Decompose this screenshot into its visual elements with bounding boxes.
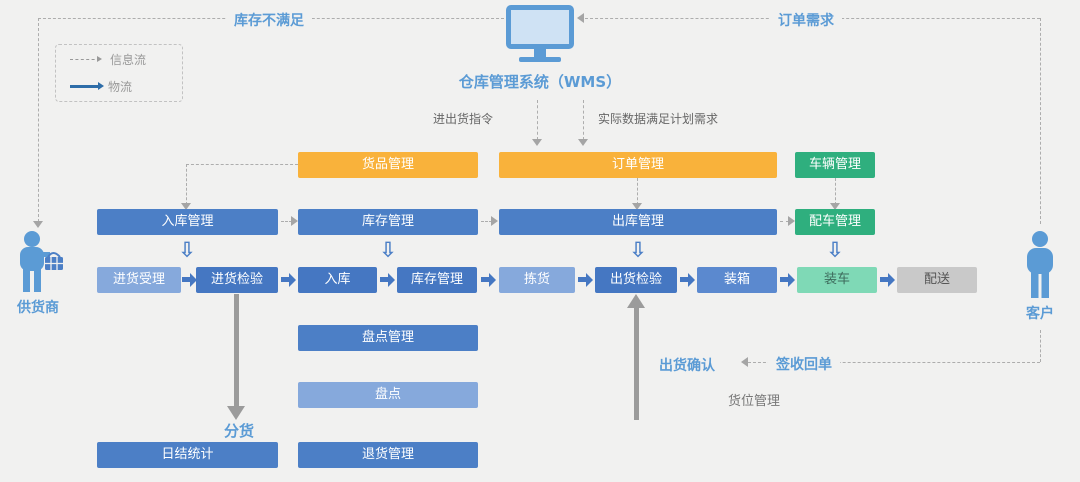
process-step-outbound-check: 出货检验 <box>595 267 677 293</box>
arrowhead-right-icon <box>291 216 298 226</box>
customer-info-line-vertical <box>1040 18 1041 224</box>
monitor-stand <box>534 49 546 57</box>
computer-monitor-icon <box>506 5 574 62</box>
hollow-down-arrow-icon: ⇩ <box>379 238 397 262</box>
sign-receipt-line-h <box>748 362 1040 363</box>
vehicle-management-bar: 车辆管理 <box>795 152 875 178</box>
arrowhead-down-icon <box>532 139 542 146</box>
customer-person-icon <box>1027 231 1053 298</box>
location-management-label: 货位管理 <box>728 394 781 409</box>
sign-receipt-label: 签收回单 <box>768 354 840 374</box>
supplier-icon <box>12 230 66 298</box>
system-title: 仓库管理系统（WMS） <box>458 73 622 91</box>
process-step-inbound: 入库 <box>298 267 377 293</box>
dashed-arrow-icon <box>70 56 102 62</box>
inventory-management-bar: 库存管理 <box>298 209 478 235</box>
hollow-down-arrow-icon: ⇩ <box>178 238 196 262</box>
arrowhead-down-icon <box>33 221 43 228</box>
sign-receipt-line-v <box>1040 330 1041 362</box>
inventory-to-outbound-line <box>481 221 492 222</box>
inout-instruction-label: 进出货指令 <box>433 112 494 126</box>
process-step-inventory: 库存管理 <box>397 267 477 293</box>
legend-info-flow-row: 信息流 <box>70 51 182 68</box>
goods-to-inbound-line-v <box>186 164 187 205</box>
outbound-management-bar: 出库管理 <box>499 209 777 235</box>
return-management-box: 退货管理 <box>298 442 478 468</box>
legend: 信息流 物流 <box>55 44 183 102</box>
legend-info-flow-label: 信息流 <box>110 53 147 67</box>
sorting-arrow-line <box>234 294 239 406</box>
process-step-loading: 装车 <box>797 267 877 293</box>
arrowhead-right-icon <box>788 216 795 226</box>
supplier-info-line-vertical <box>38 18 39 222</box>
flow-arrow-icon <box>578 272 593 287</box>
flow-arrow-icon <box>380 272 395 287</box>
inventory-shortage-label: 库存不满足 <box>226 10 312 30</box>
supplier-label: 供货商 <box>17 300 59 316</box>
order-management-bar: 订单管理 <box>499 152 777 178</box>
process-step-picking: 拣货 <box>499 267 575 293</box>
monitor-screen <box>506 5 574 49</box>
supplier-person-icon <box>20 231 63 292</box>
goods-management-bar: 货品管理 <box>298 152 478 178</box>
process-step-packing: 装箱 <box>697 267 777 293</box>
outbound-to-dispatch-line <box>780 221 789 222</box>
hollow-down-arrow-icon: ⇩ <box>629 238 647 262</box>
flow-arrow-icon <box>880 272 895 287</box>
goods-to-inbound-line-h <box>186 164 298 165</box>
dispatch-management-bar: 配车管理 <box>795 209 875 235</box>
arrowhead-left-icon <box>577 13 584 23</box>
actual-data-label: 实际数据满足计划需求 <box>598 112 719 126</box>
sorting-arrowhead-icon <box>227 406 245 420</box>
hollow-down-arrow-icon: ⇩ <box>826 238 844 262</box>
order-demand-label: 订单需求 <box>770 10 842 30</box>
arrowhead-down-icon <box>181 203 191 210</box>
arrowhead-left-icon <box>741 357 748 367</box>
flow-arrow-icon <box>680 272 695 287</box>
arrowhead-right-icon <box>491 216 498 226</box>
legend-logistics-row: 物流 <box>70 78 182 95</box>
vehicle-to-dispatch-line <box>835 178 836 205</box>
order-to-outbound-line <box>637 178 638 205</box>
arrowhead-down-icon <box>578 139 588 146</box>
shipment-confirm-label: 出货确认 <box>659 358 715 374</box>
flow-arrow-icon <box>182 272 197 287</box>
process-step-inspection: 进货检验 <box>196 267 278 293</box>
customer-icon <box>1020 230 1060 304</box>
solid-arrow-icon <box>70 82 104 90</box>
outbound-check-arrow-line <box>634 308 639 420</box>
flow-arrow-icon <box>780 272 795 287</box>
monitor-base <box>519 57 561 62</box>
inbound-to-inventory-line <box>281 221 292 222</box>
process-step-delivery: 配送 <box>897 267 977 293</box>
flow-arrow-icon <box>281 272 296 287</box>
actual-data-line <box>583 100 584 140</box>
inbound-management-bar: 入库管理 <box>97 209 278 235</box>
stocktake-box: 盘点 <box>298 382 478 408</box>
process-step-receiving: 进货受理 <box>97 267 181 293</box>
instruction-line <box>537 100 538 140</box>
stocktake-management-box: 盘点管理 <box>298 325 478 351</box>
customer-label: 客户 <box>1026 306 1054 322</box>
legend-logistics-label: 物流 <box>108 80 133 94</box>
flow-arrow-icon <box>481 272 496 287</box>
sorting-label: 分货 <box>224 422 255 440</box>
arrowhead-down-icon <box>632 203 642 210</box>
outbound-check-arrowhead-icon <box>627 294 645 308</box>
arrowhead-down-icon <box>830 203 840 210</box>
daily-statistics-box: 日结统计 <box>97 442 278 468</box>
